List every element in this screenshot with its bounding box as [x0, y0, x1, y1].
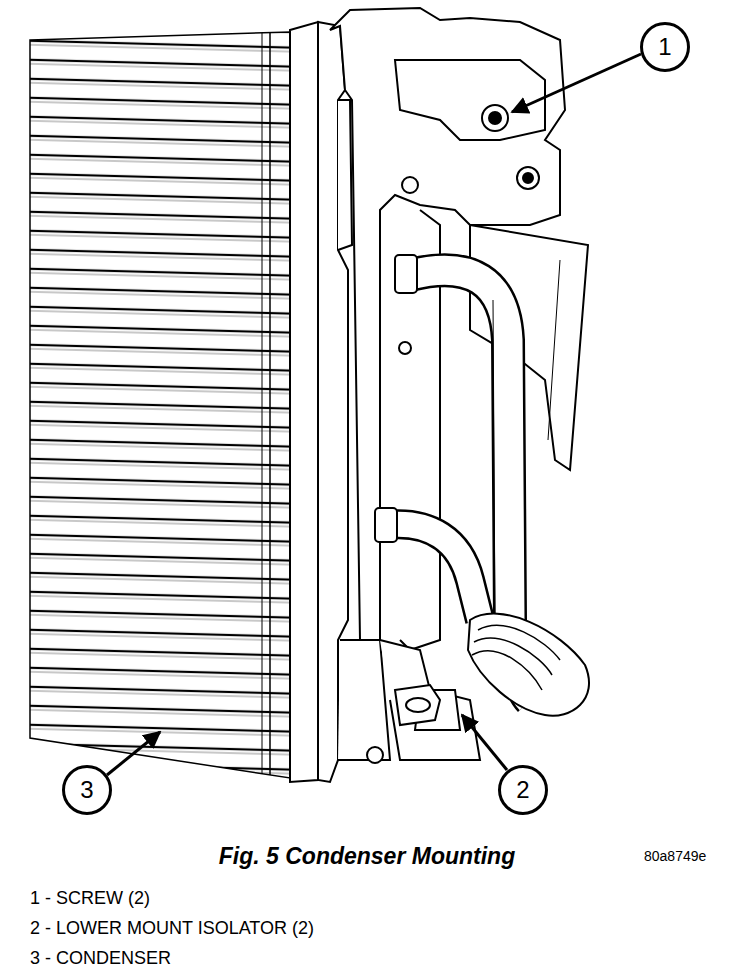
callout-circle: 2 — [498, 765, 548, 815]
legend-line: 1 - SCREW (2) — [30, 888, 150, 909]
condenser-core — [30, 32, 290, 778]
air-deflector — [470, 225, 588, 470]
leader-line — [107, 54, 641, 775]
hose-bellows — [468, 614, 589, 716]
lower-mount-isolator — [395, 685, 440, 725]
callout-number: 2 — [516, 778, 529, 802]
callout-number: 1 — [658, 35, 671, 59]
callout-number: 3 — [80, 778, 93, 802]
callout-circle: 1 — [640, 22, 690, 72]
figure-caption: Fig. 5 Condenser Mounting — [219, 843, 515, 869]
legend-line: 3 - CONDENSER — [30, 948, 171, 969]
legend-line: 2 - LOWER MOUNT ISOLATOR (2) — [30, 918, 314, 939]
hose-clamp — [375, 255, 417, 542]
callout-circle: 3 — [62, 765, 112, 815]
figure-id: 80a8749e — [644, 848, 706, 864]
